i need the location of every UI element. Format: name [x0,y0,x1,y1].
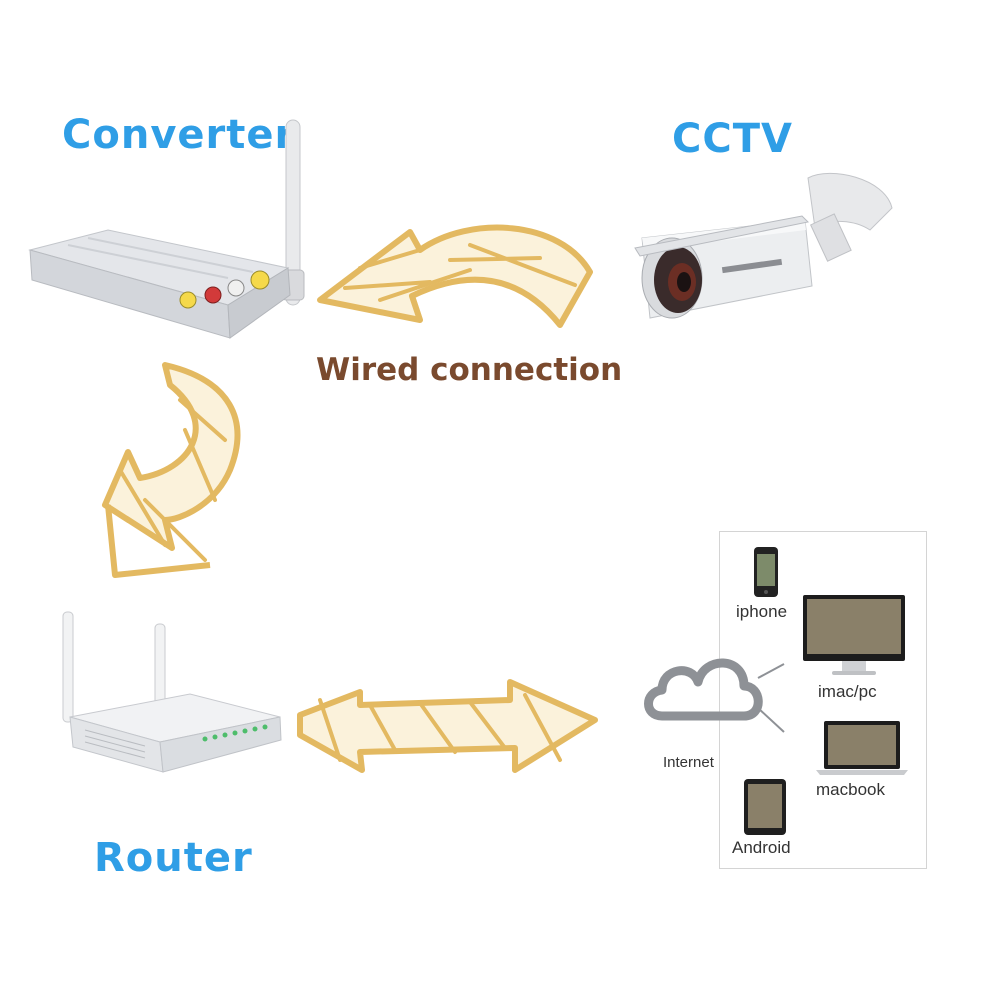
internet-label: Internet [663,754,714,771]
converter-device [28,119,305,339]
android-tablet-icon [744,779,786,835]
macbook-label: macbook [816,780,885,799]
cloud-icon [644,658,785,733]
macbook-icon [816,721,908,775]
cctv-camera [634,172,893,319]
arrow-router-internet [297,679,598,773]
android-label: Android [732,838,791,857]
internet-devices-panel: iphone imac/pc Internet macbook Android [644,531,927,869]
iphone-icon [754,547,778,597]
arrow-converter-to-router [102,362,241,551]
cctv-label: CCTV [672,116,793,162]
converter-label: Converter [62,112,296,158]
imac-label: imac/pc [818,682,877,701]
router-label: Router [94,835,253,881]
wired-connection-label: Wired connection [316,352,623,388]
iphone-label: iphone [736,602,788,621]
imac-icon [803,595,905,675]
router-device [62,611,282,773]
